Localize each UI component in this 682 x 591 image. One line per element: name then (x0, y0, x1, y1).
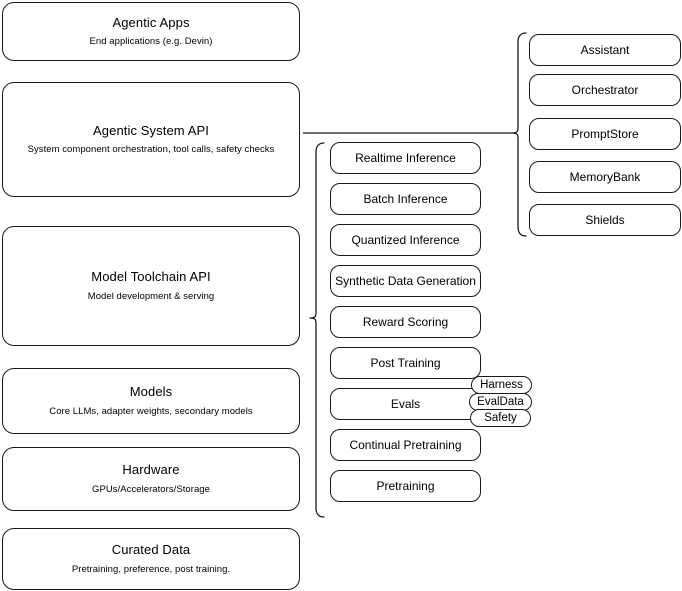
layer-models[interactable]: Models Core LLMs, adapter weights, secon… (2, 368, 300, 434)
capability-quantized-inference[interactable]: Quantized Inference (330, 224, 481, 256)
capability-synthetic-data-generation[interactable]: Synthetic Data Generation (330, 265, 481, 297)
layer-subtitle: Model development & serving (87, 290, 215, 302)
evals-subcomponent-harness[interactable]: Harness (471, 376, 532, 394)
layer-subtitle: Pretraining, preference, post training. (71, 563, 231, 575)
layer-title: Agentic System API (93, 122, 209, 138)
capability-realtime-inference[interactable]: Realtime Inference (330, 142, 481, 174)
capability-reward-scoring[interactable]: Reward Scoring (330, 306, 481, 338)
layer-agentic-apps[interactable]: Agentic Apps End applications (e.g. Devi… (2, 2, 300, 61)
system-component-assistant[interactable]: Assistant (529, 34, 681, 66)
brace-system-components (511, 32, 527, 237)
layer-title: Model Toolchain API (91, 269, 211, 285)
layer-subtitle: End applications (e.g. Devin) (89, 36, 213, 48)
system-component-memorybank[interactable]: MemoryBank (529, 161, 681, 193)
capability-continual-pretraining[interactable]: Continual Pretraining (330, 429, 481, 461)
capability-post-training[interactable]: Post Training (330, 347, 481, 379)
layer-curated-data[interactable]: Curated Data Pretraining, preference, po… (2, 528, 300, 590)
evals-subcomponent-evaldata[interactable]: EvalData (469, 393, 532, 411)
evals-subcomponent-safety[interactable]: Safety (470, 409, 531, 427)
system-component-promptstore[interactable]: PromptStore (529, 118, 681, 150)
capability-batch-inference[interactable]: Batch Inference (330, 183, 481, 215)
layer-hardware[interactable]: Hardware GPUs/Accelerators/Storage (2, 447, 300, 511)
capability-pretraining[interactable]: Pretraining (330, 470, 481, 502)
brace-toolchain-capabilities (309, 142, 325, 518)
layer-title: Agentic Apps (112, 14, 190, 30)
system-component-orchestrator[interactable]: Orchestrator (529, 74, 681, 106)
layer-subtitle: System component orchestration, tool cal… (27, 144, 275, 156)
layer-title: Curated Data (111, 542, 191, 558)
layer-subtitle: Core LLMs, adapter weights, secondary mo… (49, 405, 253, 417)
layer-agentic-system-api[interactable]: Agentic System API System component orch… (2, 82, 300, 197)
system-component-shields[interactable]: Shields (529, 204, 681, 236)
layer-title: Models (129, 384, 173, 400)
layer-subtitle: GPUs/Accelerators/Storage (92, 483, 210, 495)
layer-title: Hardware (122, 462, 180, 478)
capability-evals[interactable]: Evals (330, 388, 481, 420)
layer-model-toolchain-api[interactable]: Model Toolchain API Model development & … (2, 226, 300, 346)
